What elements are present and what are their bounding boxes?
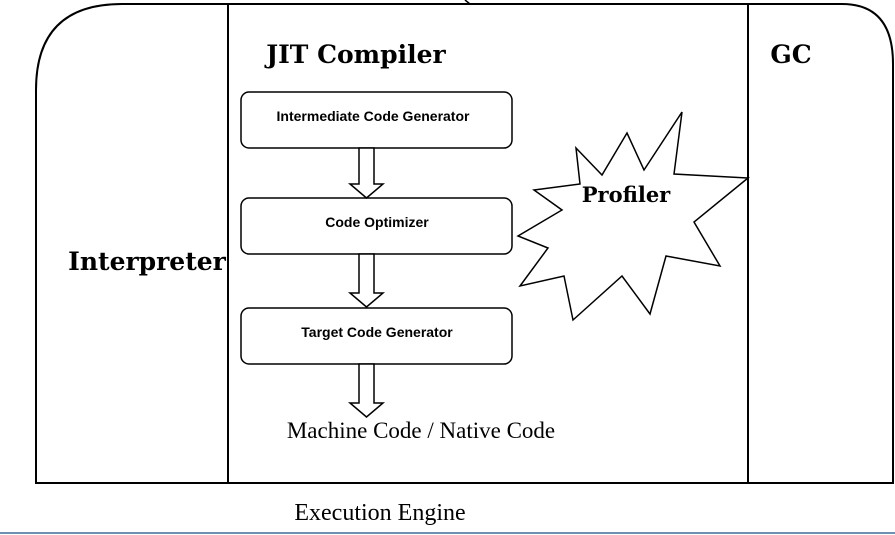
jit-compiler-title: JIT Compiler (264, 40, 446, 69)
arrow-2 (347, 253, 386, 308)
step-label-target: Target Code Generator (301, 324, 453, 340)
execution-engine-caption: Execution Engine (294, 500, 465, 526)
arrow-3 (347, 363, 386, 418)
top-tick (464, 0, 471, 5)
profiler-starburst (516, 111, 750, 322)
profiler-label: Profiler (582, 182, 671, 207)
gc-label: GC (770, 40, 811, 69)
engine-outline (35, 3, 894, 484)
arrow-1 (347, 147, 386, 199)
step-box-intermediate: Intermediate Code Generator (240, 91, 513, 149)
step-label-optimizer: Code Optimizer (325, 214, 429, 230)
step-box-target: Target Code Generator (240, 307, 513, 365)
step-label-intermediate: Intermediate Code Generator (277, 108, 470, 124)
step-box-optimizer: Code Optimizer (240, 197, 513, 255)
output-label: Machine Code / Native Code (287, 418, 555, 443)
interpreter-label: Interpreter (68, 247, 227, 276)
